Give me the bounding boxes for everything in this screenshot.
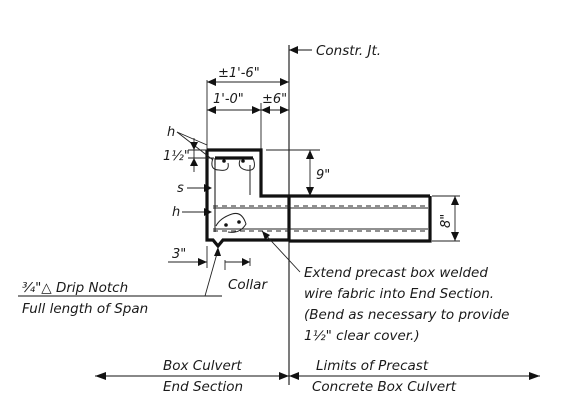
bottom-hooks	[215, 213, 247, 233]
h-bottom-label: h	[172, 205, 180, 220]
eight-in-label: 8"	[439, 214, 454, 228]
extend-note: Extend precast box welded wire fabric in…	[261, 230, 509, 344]
h-top-label: h	[167, 125, 175, 140]
end-section-label: End Section	[163, 379, 243, 395]
end-section-outline	[205, 148, 432, 249]
drip-notch-callout: ¾"△ Drip Notch Full length of Span	[18, 247, 222, 317]
h-bottom-callout: h	[172, 205, 212, 220]
constr-jt-label: Constr. Jt.	[316, 43, 381, 59]
three-in-label: 3"	[172, 247, 186, 262]
precast-slab-reinforcement	[213, 205, 428, 232]
s-label: s	[177, 181, 184, 196]
extent-labels: Box Culvert End Section Limits of Precas…	[95, 358, 540, 395]
note-line-4: 1½" clear cover.)	[304, 328, 420, 344]
dimension-split: 1'-0" ±6"	[207, 92, 289, 150]
collar-callout: Collar	[224, 258, 268, 293]
dimension-total-width: ±1'-6"	[206, 66, 290, 160]
note-line-1: Extend precast box welded	[304, 265, 488, 281]
note-line-2: wire fabric into End Section.	[304, 286, 494, 302]
drip-notch-label: ¾"△ Drip Notch	[22, 280, 128, 296]
box-culvert-label: Box Culvert	[163, 358, 242, 374]
nine-in-label: 9"	[316, 168, 330, 183]
nine-inch-dimension: 9"	[266, 149, 330, 196]
s-callout: s	[177, 181, 212, 196]
cover-dimension: 1½"	[163, 138, 214, 172]
dim-total-label: ±1'-6"	[218, 66, 260, 81]
concrete-box-label: Concrete Box Culvert	[312, 379, 457, 395]
three-inch-dimension: 3"	[168, 246, 208, 268]
dim-6in-label: ±6"	[262, 92, 287, 107]
note-line-3: (Bend as necessary to provide	[304, 307, 509, 323]
dim-1ft-label: 1'-0"	[213, 92, 244, 107]
full-length-label: Full length of Span	[22, 301, 148, 317]
limits-precast-label: Limits of Precast	[316, 358, 429, 374]
one-half-label: 1½"	[163, 149, 190, 164]
top-hooks	[211, 157, 255, 230]
eight-inch-dimension: 8"	[432, 195, 460, 242]
collar-label: Collar	[228, 277, 268, 293]
